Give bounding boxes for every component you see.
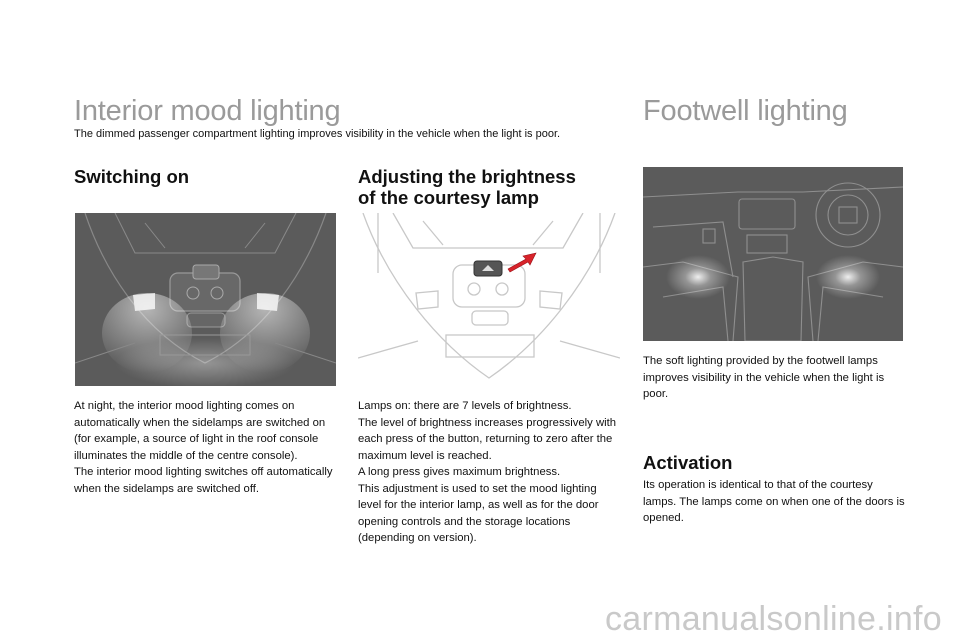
activation-text: Its operation is identical to that of th… [643, 479, 905, 524]
switching-on-paragraph-1: At night, the interior mood lighting com… [74, 400, 326, 462]
adjusting-paragraph-1: Lamps on: there are 7 levels of brightne… [358, 400, 572, 412]
adjusting-paragraph-4: This adjustment is used to set the mood … [358, 482, 599, 545]
illustration-courtesy-lamp-button [358, 213, 620, 386]
heading-switching-on: Switching on [74, 166, 190, 187]
switching-on-text: At night, the interior mood lighting com… [74, 398, 339, 497]
switching-on-paragraph-2: The interior mood lighting switches off … [74, 466, 333, 495]
illustration-footwell-lamps [643, 167, 903, 341]
page-title-interior-mood-lighting: Interior mood lighting [74, 95, 341, 127]
roof-console-drawing [75, 213, 336, 386]
courtesy-lamp-drawing [358, 213, 620, 379]
watermark-text: carmanualsonline.info [604, 600, 942, 638]
heading-adjusting-brightness: Adjusting the brightness of the courtesy… [358, 166, 576, 208]
adjusting-brightness-text: Lamps on: there are 7 levels of brightne… [358, 398, 622, 547]
heading-adjusting-line-1: Adjusting the brightness [358, 166, 576, 187]
footwell-intro-text: The soft lighting provided by the footwe… [643, 355, 885, 400]
heading-activation: Activation [643, 452, 733, 473]
red-arrow-icon [507, 252, 537, 273]
footwell-drawing [643, 167, 903, 341]
intro-text: The dimmed passenger compartment lightin… [74, 128, 561, 140]
adjusting-paragraph-2: The level of brightness increases progre… [358, 416, 617, 462]
illustration-roof-console-mood-lighting [75, 213, 336, 386]
heading-adjusting-line-2: of the courtesy lamp [358, 187, 539, 208]
adjusting-paragraph-3: A long press gives maximum brightness. [358, 466, 561, 478]
page-title-footwell-lighting: Footwell lighting [643, 95, 848, 127]
